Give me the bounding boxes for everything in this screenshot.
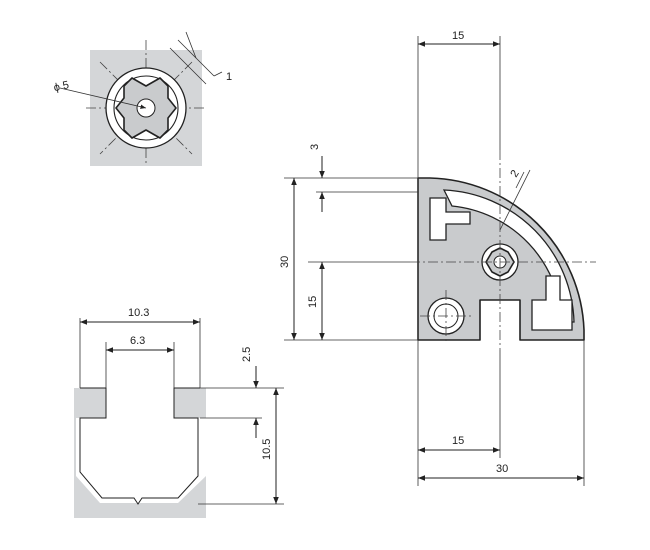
- profile-right-slot: [531, 275, 573, 331]
- wall-thickness-label: 3: [309, 144, 321, 150]
- height-label: 30: [279, 256, 291, 268]
- diameter-label: ϕ 5: [53, 79, 71, 94]
- slot-section-view: 10.3 6.3 2.5 10.5: [74, 307, 284, 518]
- width-label: 30: [496, 463, 508, 475]
- corner-label: 2: [508, 168, 521, 180]
- half-height-label: 15: [307, 296, 319, 308]
- slot-lip-label: 2.5: [241, 347, 253, 362]
- slot-opening-label: 6.3: [130, 335, 145, 347]
- slot-width-label: 10.3: [128, 307, 149, 319]
- bottom-half-width-label: 15: [452, 435, 464, 447]
- slot-depth-label: 10.5: [261, 439, 273, 460]
- top-half-width-label: 15: [452, 30, 464, 42]
- slot-outline: [79, 387, 200, 505]
- gap-label: 1: [226, 71, 232, 83]
- detail-view-top: ϕ 5 1: [53, 31, 232, 166]
- profile-view: 15 3 2 30 15 15 30: [279, 30, 596, 486]
- profile-top-slot: [429, 197, 471, 241]
- detail-inner-circle: [113, 75, 179, 141]
